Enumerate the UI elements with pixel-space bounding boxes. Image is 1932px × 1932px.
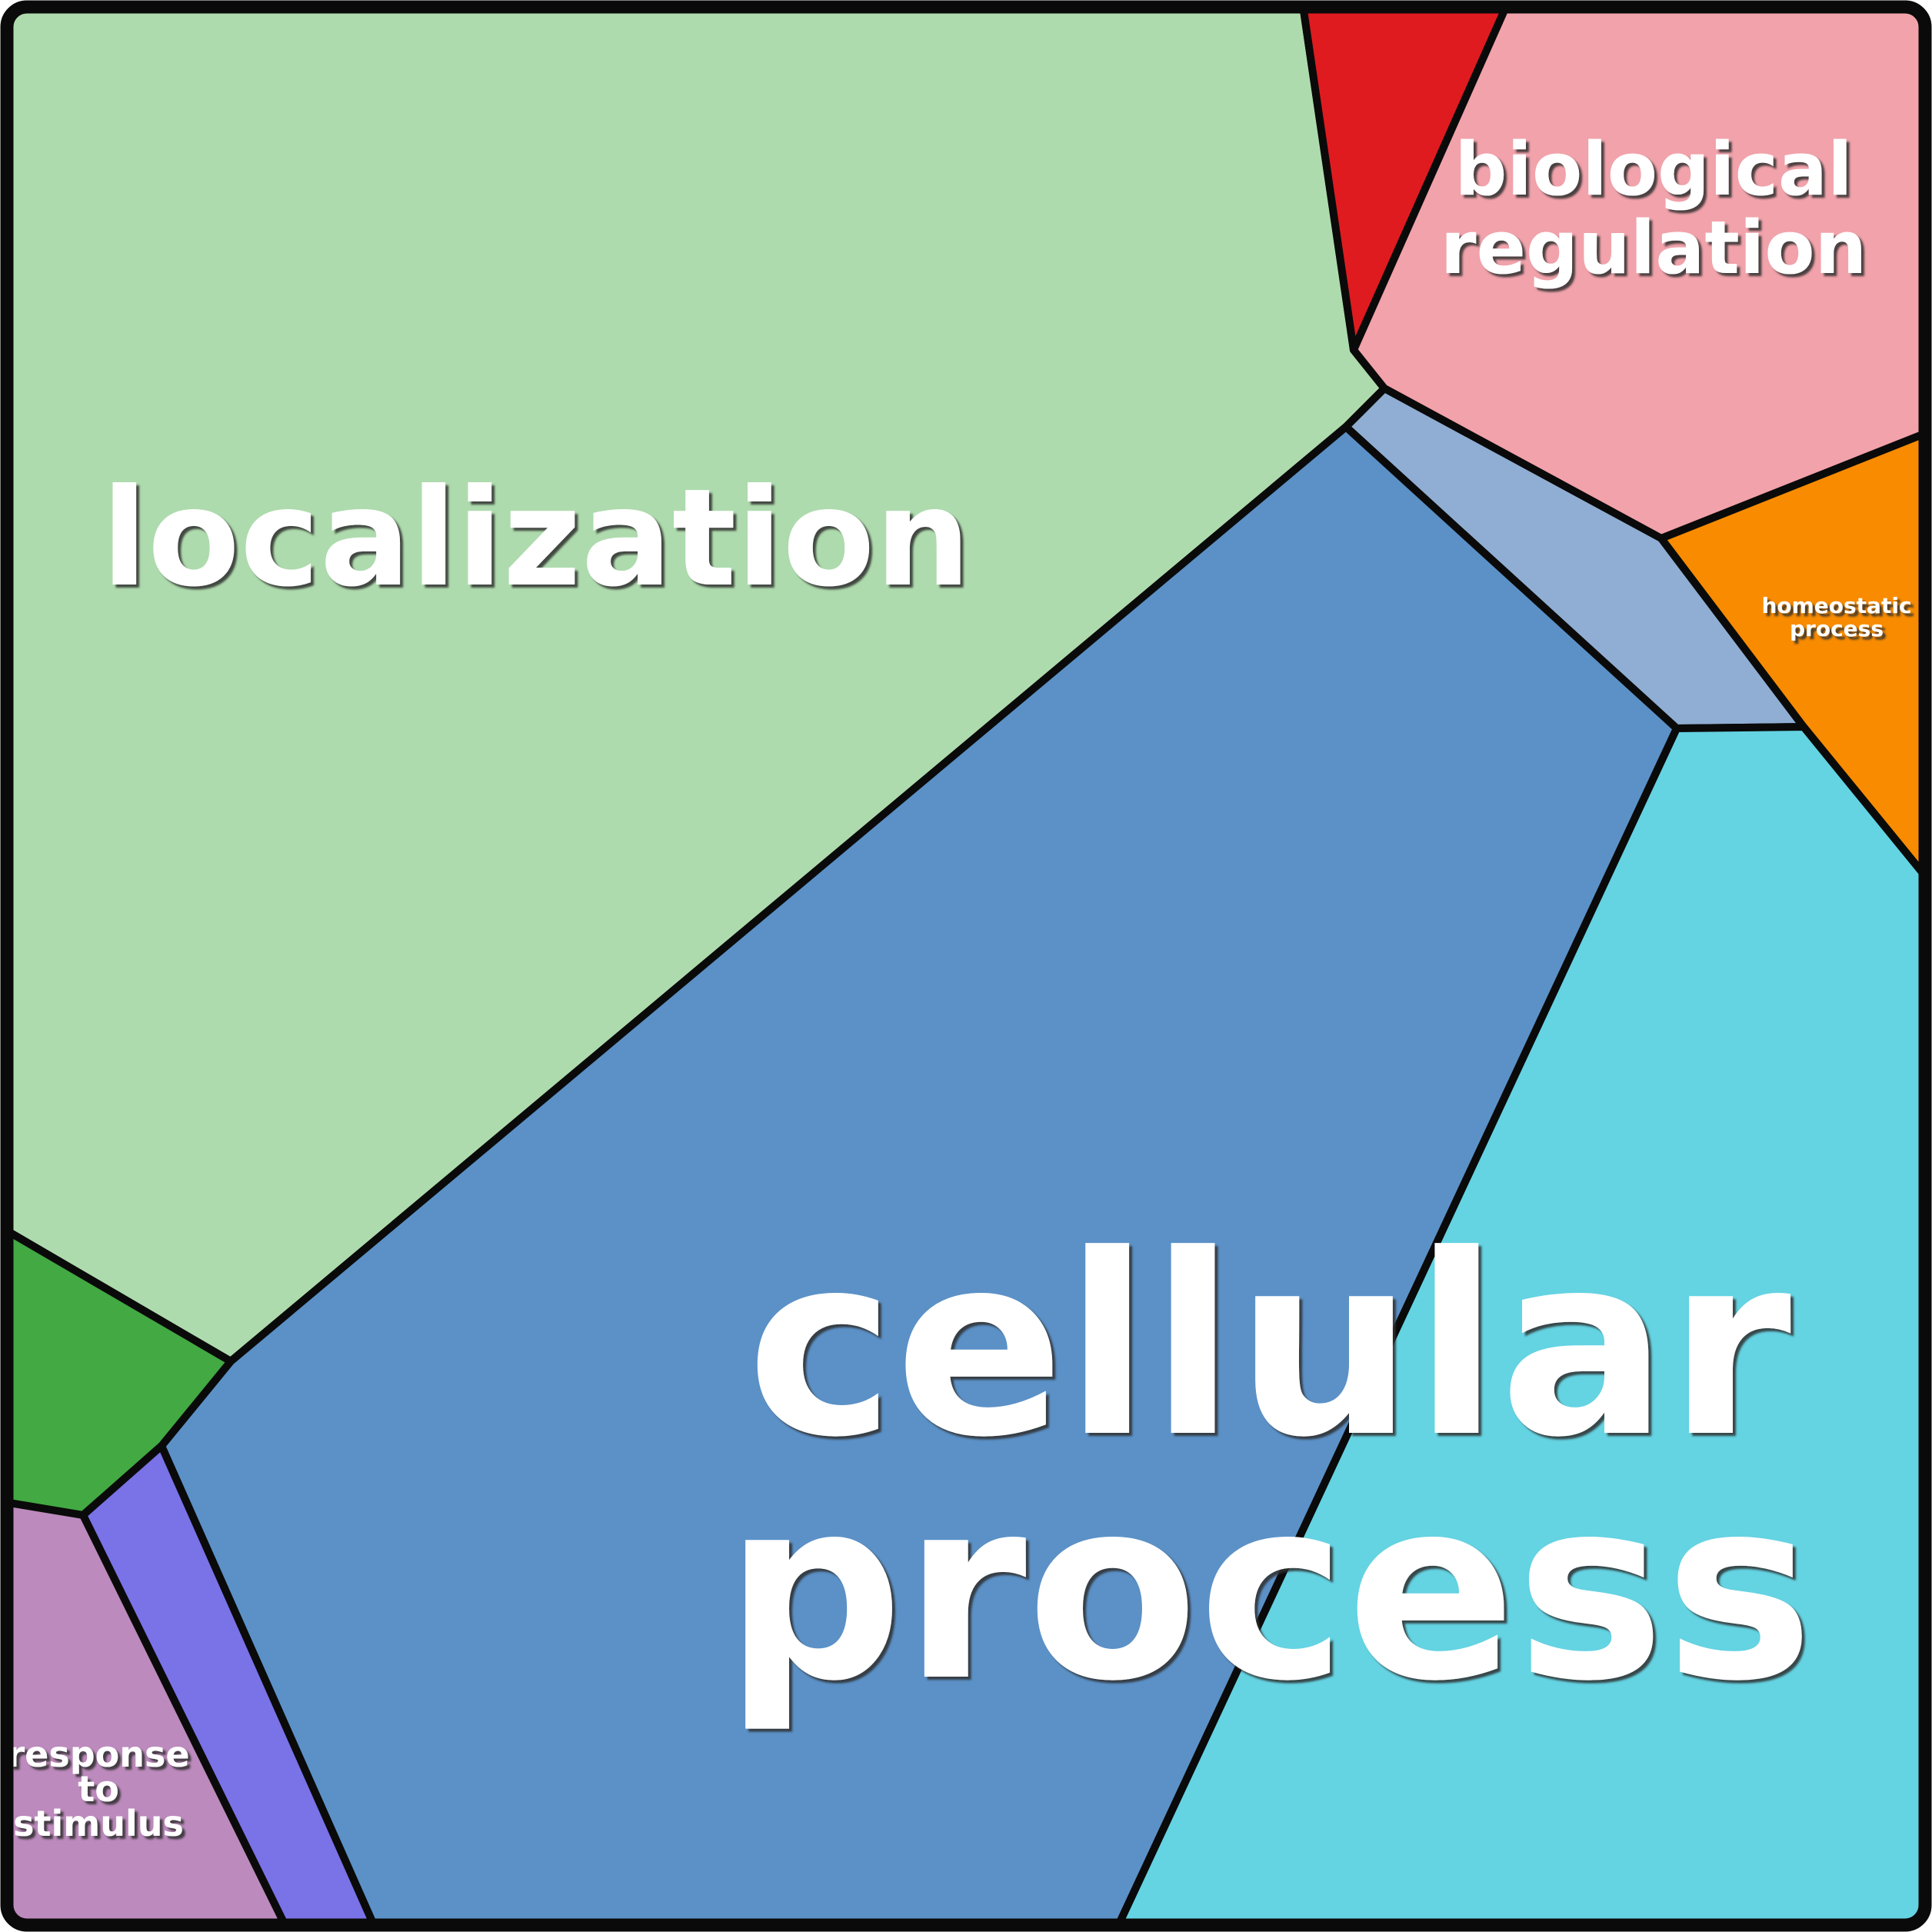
- cell-response-to-stimulus: [3, 1497, 292, 1929]
- cell-label-localization: localization: [102, 461, 971, 617]
- cell-cyan-unlabeled: [1111, 723, 1929, 1929]
- cell-homeostatic-process: [1657, 427, 1929, 888]
